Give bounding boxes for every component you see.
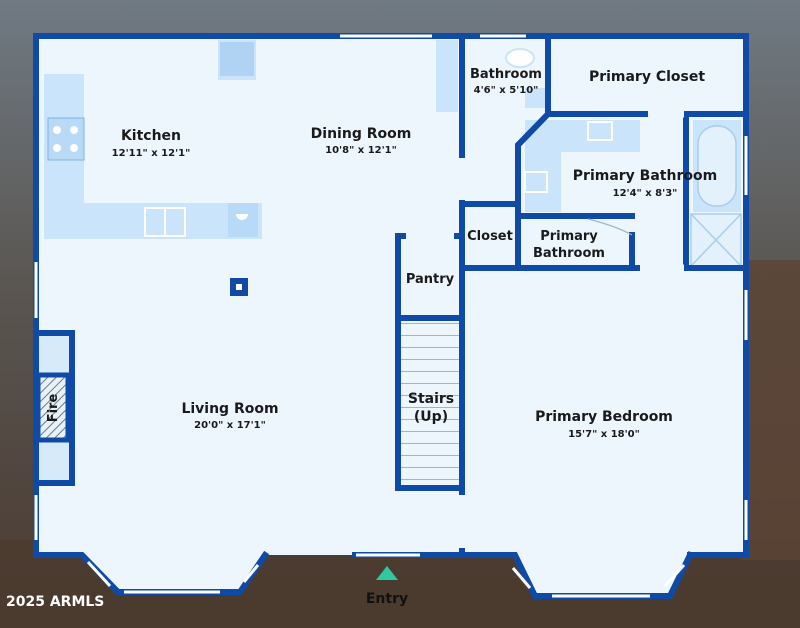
primary-bedroom-dims: 15'7" x 18'0" (568, 429, 640, 440)
floor-area (36, 36, 746, 596)
dining-room-dims: 10'8" x 12'1" (325, 145, 397, 156)
living-room-dims: 20'0" x 17'1" (194, 420, 266, 431)
entry-arrow-icon (376, 566, 398, 580)
primary-bathroom-label: Primary Bathroom (573, 168, 717, 184)
copyright-watermark: 2025 ARMLS (6, 594, 104, 610)
bathroom-label: Bathroom (470, 67, 542, 82)
stair-treads (400, 322, 460, 487)
fireplace-label: Fire (46, 394, 61, 423)
bathroom-fixtures (505, 48, 547, 108)
primary-bathroom-dims: 12'4" x 8'3" (613, 188, 678, 199)
dining-room-label: Dining Room (311, 126, 412, 142)
closet-label: Closet (467, 229, 513, 244)
kitchen-sink (144, 207, 186, 237)
structural-post (230, 278, 248, 296)
kitchen-dims: 12'11" x 12'1" (112, 148, 191, 159)
dishwasher (228, 203, 258, 237)
background-house-right (740, 260, 800, 560)
cooktop (47, 117, 85, 161)
primary-bath-fixtures (524, 120, 742, 267)
primary-bathroom-small-label-2: Bathroom (533, 246, 605, 261)
door-openings (406, 110, 684, 548)
entry-label: Entry (366, 591, 408, 607)
bathroom-dims: 4'6" x 5'10" (474, 85, 539, 96)
stairs-label-1: Stairs (408, 391, 454, 407)
living-room-label: Living Room (181, 401, 278, 417)
primary-bathroom-small-label-1: Primary (540, 229, 598, 244)
pantry-label: Pantry (406, 272, 455, 287)
fireplace (35, 333, 72, 483)
windows (34, 34, 748, 598)
primary-bedroom-label: Primary Bedroom (535, 409, 673, 425)
stairs-label-2: (Up) (414, 409, 448, 425)
kitchen-label: Kitchen (121, 128, 181, 144)
door-swing (587, 218, 633, 236)
primary-closet-label: Primary Closet (589, 69, 705, 85)
fridge (220, 42, 254, 76)
